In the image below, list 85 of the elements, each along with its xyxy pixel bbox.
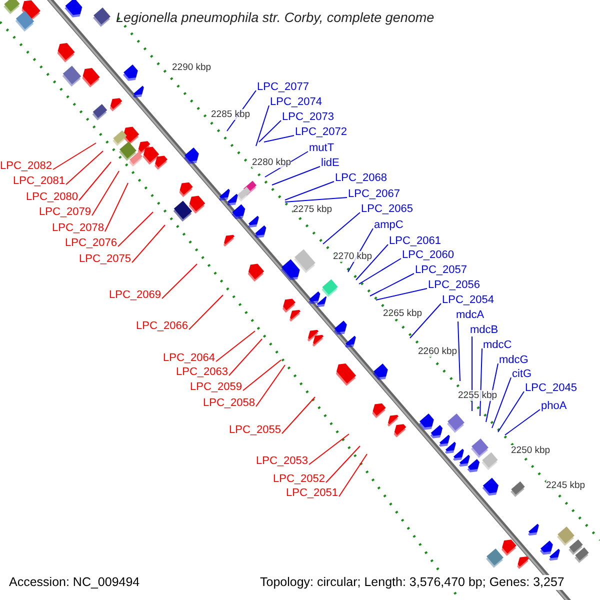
gene-label: mdcC xyxy=(483,338,512,352)
tick-label: 2275 kbp xyxy=(293,204,332,215)
gene-label: mdcG xyxy=(499,354,528,366)
leader-line xyxy=(410,303,442,338)
leader-line xyxy=(370,273,414,296)
leader-line xyxy=(132,224,166,263)
leader-line xyxy=(188,294,224,330)
tick-label: 2285 kbp xyxy=(211,109,250,120)
gene-label: LPC_2079 xyxy=(39,206,91,218)
leader-line xyxy=(78,162,112,201)
gene-label: LPC_2068 xyxy=(335,172,387,184)
gene-label: mdcB xyxy=(470,324,498,336)
leader-line xyxy=(376,288,428,300)
tick-label: 2260 kbp xyxy=(418,346,458,357)
gene-label: LPC_2081 xyxy=(13,174,65,188)
gene-label: LPC_2063 xyxy=(176,366,228,378)
leader-line xyxy=(66,150,104,185)
leader-line xyxy=(284,181,334,200)
gene-label: LPC_2057 xyxy=(415,264,467,276)
leader-line xyxy=(326,446,360,483)
leader-line xyxy=(228,338,262,376)
gene-label: LPC_2054 xyxy=(442,294,494,306)
leader-line xyxy=(52,142,96,170)
gene-label: LPC_2080 xyxy=(26,190,78,204)
gene-label: LPC_2069 xyxy=(109,288,161,302)
gene-label: LPC_2051 xyxy=(286,486,338,500)
leader-line xyxy=(92,170,120,216)
leader-line xyxy=(492,377,512,428)
leader-line xyxy=(458,321,460,382)
leader-line xyxy=(338,454,368,497)
tick-label: 2270 kbp xyxy=(333,251,372,262)
gene-label: LPC_2066 xyxy=(136,320,188,332)
tick-label: 2245 kbp xyxy=(546,480,586,491)
tick-label: 2250 kbp xyxy=(511,445,550,456)
leader-line xyxy=(308,434,350,465)
tick-label: 2255 kbp xyxy=(458,390,498,401)
leader-line xyxy=(162,264,198,299)
gene-label: LPC_2045 xyxy=(525,382,577,394)
leader-line xyxy=(104,182,128,232)
footer-text: Accession: NC_009494 xyxy=(9,575,140,590)
gene-label: LPC_2075 xyxy=(79,252,131,266)
gene-label: LPC_2059 xyxy=(190,380,242,394)
gene-label: phoA xyxy=(541,400,567,412)
gene-label: LPC_2055 xyxy=(229,424,281,436)
leader-line xyxy=(258,120,282,142)
gene-label: LPC_2078 xyxy=(52,222,104,234)
gene-label: LPC_2065 xyxy=(361,202,413,216)
gene-label: LPC_2077 xyxy=(257,80,309,94)
gene-label: LPC_2073 xyxy=(282,110,334,124)
footer-text: Topology: circular; Length: 3,576,470 bp; Genes: 3,257 xyxy=(260,575,564,590)
leader-line xyxy=(242,360,282,391)
tick-label: 2290 kbp xyxy=(172,62,212,73)
gene-label: LPC_2074 xyxy=(270,96,322,108)
leader-line xyxy=(498,391,524,432)
gene-label: LPC_2076 xyxy=(65,236,117,250)
gene-label: LPC_2053 xyxy=(256,454,308,468)
leader-line xyxy=(264,135,294,142)
gene-label: LPC_2082 xyxy=(0,160,52,172)
title: Legionella pneumophila str. Corby, complete genome xyxy=(116,10,434,25)
gene-label: LPC_2058 xyxy=(203,396,255,410)
leader-line xyxy=(272,166,320,186)
leader-line xyxy=(256,364,286,407)
leader-line xyxy=(504,409,540,436)
leader-line xyxy=(282,396,316,434)
gene-label: ampC xyxy=(374,218,404,232)
gene-label: mdcA xyxy=(456,308,484,322)
gene-label: LPC_2056 xyxy=(428,278,480,292)
leader-line xyxy=(216,330,256,362)
leader-line xyxy=(256,105,270,146)
tick-label: 2265 kbp xyxy=(383,308,422,319)
gene-label: citG xyxy=(512,368,532,380)
tick-label: 2280 kbp xyxy=(252,157,292,168)
leader-line xyxy=(356,244,388,280)
leader-line xyxy=(118,212,154,247)
gene-label: LPC_2067 xyxy=(348,188,400,200)
gene-label: LPC_2060 xyxy=(402,248,454,262)
gene-label: mutT xyxy=(309,142,334,154)
gene-label: lidE xyxy=(321,156,340,170)
leader-line xyxy=(322,212,360,244)
leader-line xyxy=(284,197,348,202)
gene-label: LPC_2052 xyxy=(273,472,325,486)
gene-label: LPC_2061 xyxy=(389,234,441,248)
gene-label: LPC_2064 xyxy=(163,352,215,364)
leader-line xyxy=(358,258,402,284)
gene-label: LPC_2072 xyxy=(295,126,347,138)
